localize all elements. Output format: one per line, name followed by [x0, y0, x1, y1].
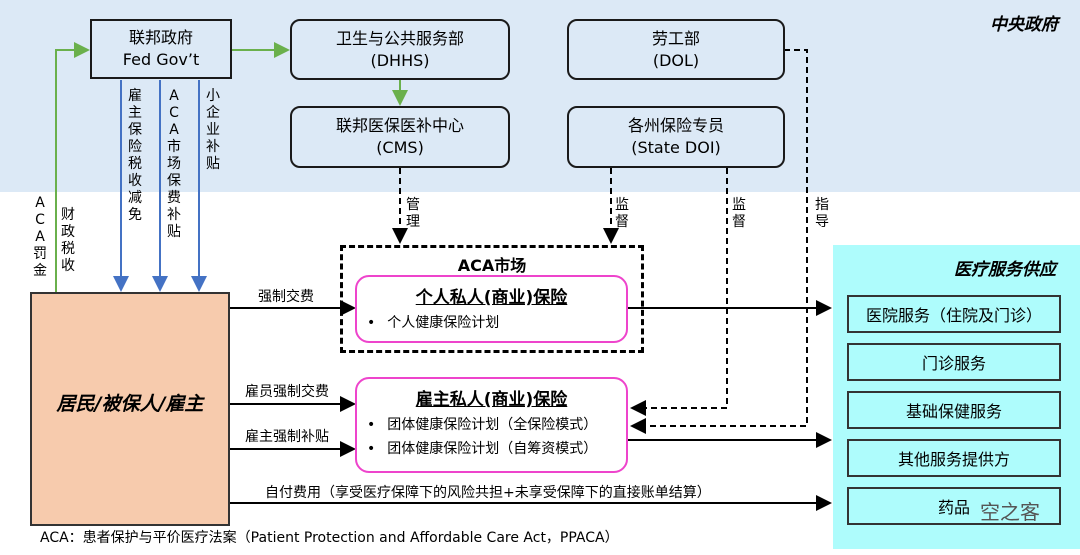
provider-item: 基础保健服务	[847, 391, 1061, 429]
dhhs-title: 卫生与公共服务部	[335, 28, 464, 48]
supervise-label-1: 监督	[615, 197, 629, 230]
fiscal-tax-label: 财政税收	[61, 207, 75, 274]
aca-market-box: ACA市场	[340, 245, 644, 353]
dol-title: 劳工部	[651, 28, 700, 48]
employer-insurance-title: 雇主私人(商业)保险	[415, 390, 568, 410]
guide-label: 指导	[815, 197, 829, 230]
fed-gov-subtitle: Fed Gov’t	[122, 50, 200, 69]
provider-item: 其他服务提供方	[847, 439, 1061, 477]
mandatory-premium-label: 强制交费	[258, 289, 314, 305]
employer-insurance-item: 团体健康保险计划（自筹资模式）	[367, 438, 626, 458]
individual-insurance-box: 个人私人(商业)保险 个人健康保险计划	[355, 275, 628, 343]
cms-title: 联邦医保医补中心	[335, 116, 464, 135]
state-doi-box: 各州保险专员 (State DOI)	[567, 106, 785, 168]
employer-tax-relief-label: 雇主保险税收减免	[128, 88, 142, 223]
guide-arrow	[630, 49, 808, 434]
state-doi-title: 各州保险专员	[627, 116, 724, 135]
cms-subtitle: (CMS)	[376, 138, 424, 157]
tax-flow-arrow	[55, 42, 90, 292]
aca-premium-subsidy-label: ACA市场保费补贴	[167, 88, 181, 240]
employer-subsidy-label: 雇主强制补贴	[245, 429, 329, 445]
small-business-subsidy-label: 小企业补贴	[206, 88, 220, 172]
employee-premium-label: 雇员强制交费	[245, 384, 329, 400]
employer-insurance-item: 团体健康保险计划（全保险模式）	[367, 414, 626, 434]
healthcare-supply-title: 医疗服务供应	[954, 260, 1056, 280]
dol-subtitle: (DOL)	[652, 50, 700, 70]
employer-insurance-box: 雇主私人(商业)保险 团体健康保险计划（全保险模式） 团体健康保险计划（自筹资模…	[355, 377, 628, 473]
manage-label: 管理	[406, 197, 420, 230]
individual-insurance-title: 个人私人(商业)保险	[415, 288, 568, 308]
dhhs-subtitle: (DHHS)	[370, 50, 430, 70]
residents-box: 居民/被保人/雇主	[30, 292, 230, 526]
provider-item: 药品	[847, 487, 1061, 525]
cms-box: 联邦医保医补中心 (CMS)	[290, 106, 510, 168]
provider-item: 医院服务（住院及门诊）	[847, 295, 1061, 333]
individual-insurance-item: 个人健康保险计划	[367, 312, 626, 332]
healthcare-supply-panel: 医疗服务供应 医院服务（住院及门诊） 门诊服务 基础保健服务 其他服务提供方 药…	[833, 245, 1080, 549]
supervise-employer-arrow	[630, 168, 728, 416]
dol-box: 劳工部 (DOL)	[567, 19, 785, 80]
dhhs-box: 卫生与公共服务部 (DHHS)	[290, 19, 510, 80]
watermark: 空之客	[980, 500, 1040, 524]
central-government-label: 中央政府	[990, 15, 1058, 35]
fed-gov-title: 联邦政府	[128, 28, 193, 47]
aca-market-title: ACA市场	[457, 256, 527, 275]
out-of-pocket-label: 自付费用（享受医疗保障下的风险共担+未享受保障下的直接账单结算）	[265, 485, 711, 501]
provider-item: 门诊服务	[847, 343, 1061, 381]
residents-label: 居民/被保人/雇主	[56, 393, 204, 415]
footnote: ACA：患者保护与平价医疗法案（Patient Protection and A…	[40, 530, 619, 546]
state-doi-subtitle: (State DOI)	[631, 138, 721, 157]
aca-penalty-label: ACA罚金	[33, 195, 47, 279]
fed-gov-box: 联邦政府 Fed Gov’t	[90, 19, 232, 79]
supervise-label-2: 监督	[732, 197, 746, 230]
